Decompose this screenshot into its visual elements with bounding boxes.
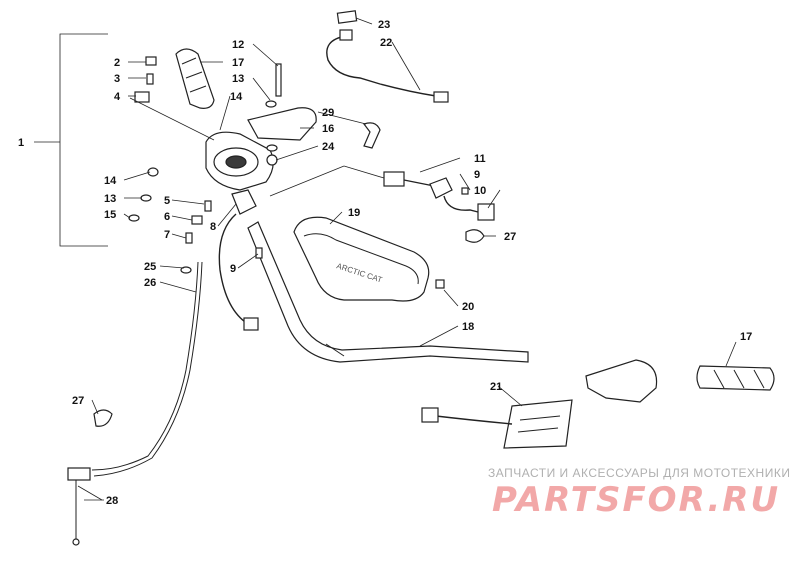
callout-27b: 27 bbox=[504, 231, 516, 243]
callout-26: 26 bbox=[144, 277, 156, 289]
callout-10: 10 bbox=[474, 185, 486, 197]
callout-18: 18 bbox=[462, 321, 474, 333]
callout-5: 5 bbox=[164, 195, 170, 207]
callout-4: 4 bbox=[114, 91, 121, 103]
callout-24: 24 bbox=[322, 141, 335, 153]
callout-2: 2 bbox=[114, 57, 120, 69]
callout-1: 1 bbox=[18, 137, 24, 149]
callout-6: 6 bbox=[164, 211, 170, 223]
throttle-housing bbox=[205, 131, 274, 215]
callout-28: 28 bbox=[106, 495, 118, 507]
callout-20: 20 bbox=[462, 301, 474, 313]
clip-27-right bbox=[465, 229, 485, 243]
callout-17b: 17 bbox=[740, 331, 752, 343]
callout-27a: 27 bbox=[72, 395, 84, 407]
clip-27-left bbox=[93, 409, 113, 427]
callout-9a: 9 bbox=[230, 263, 236, 275]
leader-lines bbox=[77, 17, 737, 501]
watermark-logo: PARTSFOR.RU bbox=[492, 480, 781, 520]
right-control-assembly bbox=[585, 359, 775, 403]
lever-bracket bbox=[247, 107, 381, 166]
callout-15: 15 bbox=[104, 209, 116, 221]
callout-12: 12 bbox=[232, 39, 244, 51]
callout-17a: 17 bbox=[232, 57, 244, 69]
handlebar bbox=[247, 221, 529, 363]
callout-7: 7 bbox=[164, 229, 170, 241]
heater-element bbox=[421, 399, 573, 449]
callout-labels: 1 2 3 4 5 6 7 8 9 9 10 11 12 13 13 14 14… bbox=[18, 19, 752, 507]
watermark-tagline: ЗАПЧАСТИ И АКСЕССУАРЫ ДЛЯ МОТОТЕХНИКИ bbox=[488, 466, 791, 480]
callout-19: 19 bbox=[348, 207, 360, 219]
callout-9b: 9 bbox=[474, 169, 480, 181]
callout-14a: 14 bbox=[230, 91, 243, 103]
callout-13a: 13 bbox=[232, 73, 244, 85]
callout-21: 21 bbox=[490, 381, 502, 393]
callout-13b: 13 bbox=[104, 193, 116, 205]
callout-25: 25 bbox=[144, 261, 156, 273]
connector-harness-right bbox=[383, 171, 495, 221]
wire-harness-top bbox=[326, 10, 449, 103]
callout-8: 8 bbox=[210, 221, 216, 233]
callout-14b: 14 bbox=[104, 175, 117, 187]
callout-22: 22 bbox=[380, 37, 392, 49]
assembly-bracket bbox=[34, 33, 108, 247]
handlebar-pad: ARCTIC CAT bbox=[293, 216, 430, 302]
callout-23: 23 bbox=[378, 19, 390, 31]
throttle-cable bbox=[67, 261, 203, 546]
callout-3: 3 bbox=[114, 73, 120, 85]
callout-16: 16 bbox=[322, 123, 334, 135]
left-grip bbox=[175, 48, 215, 109]
callout-11: 11 bbox=[474, 153, 486, 165]
small-hardware bbox=[128, 56, 469, 289]
callout-29: 29 bbox=[322, 107, 334, 119]
heater-wire-left bbox=[218, 213, 259, 331]
